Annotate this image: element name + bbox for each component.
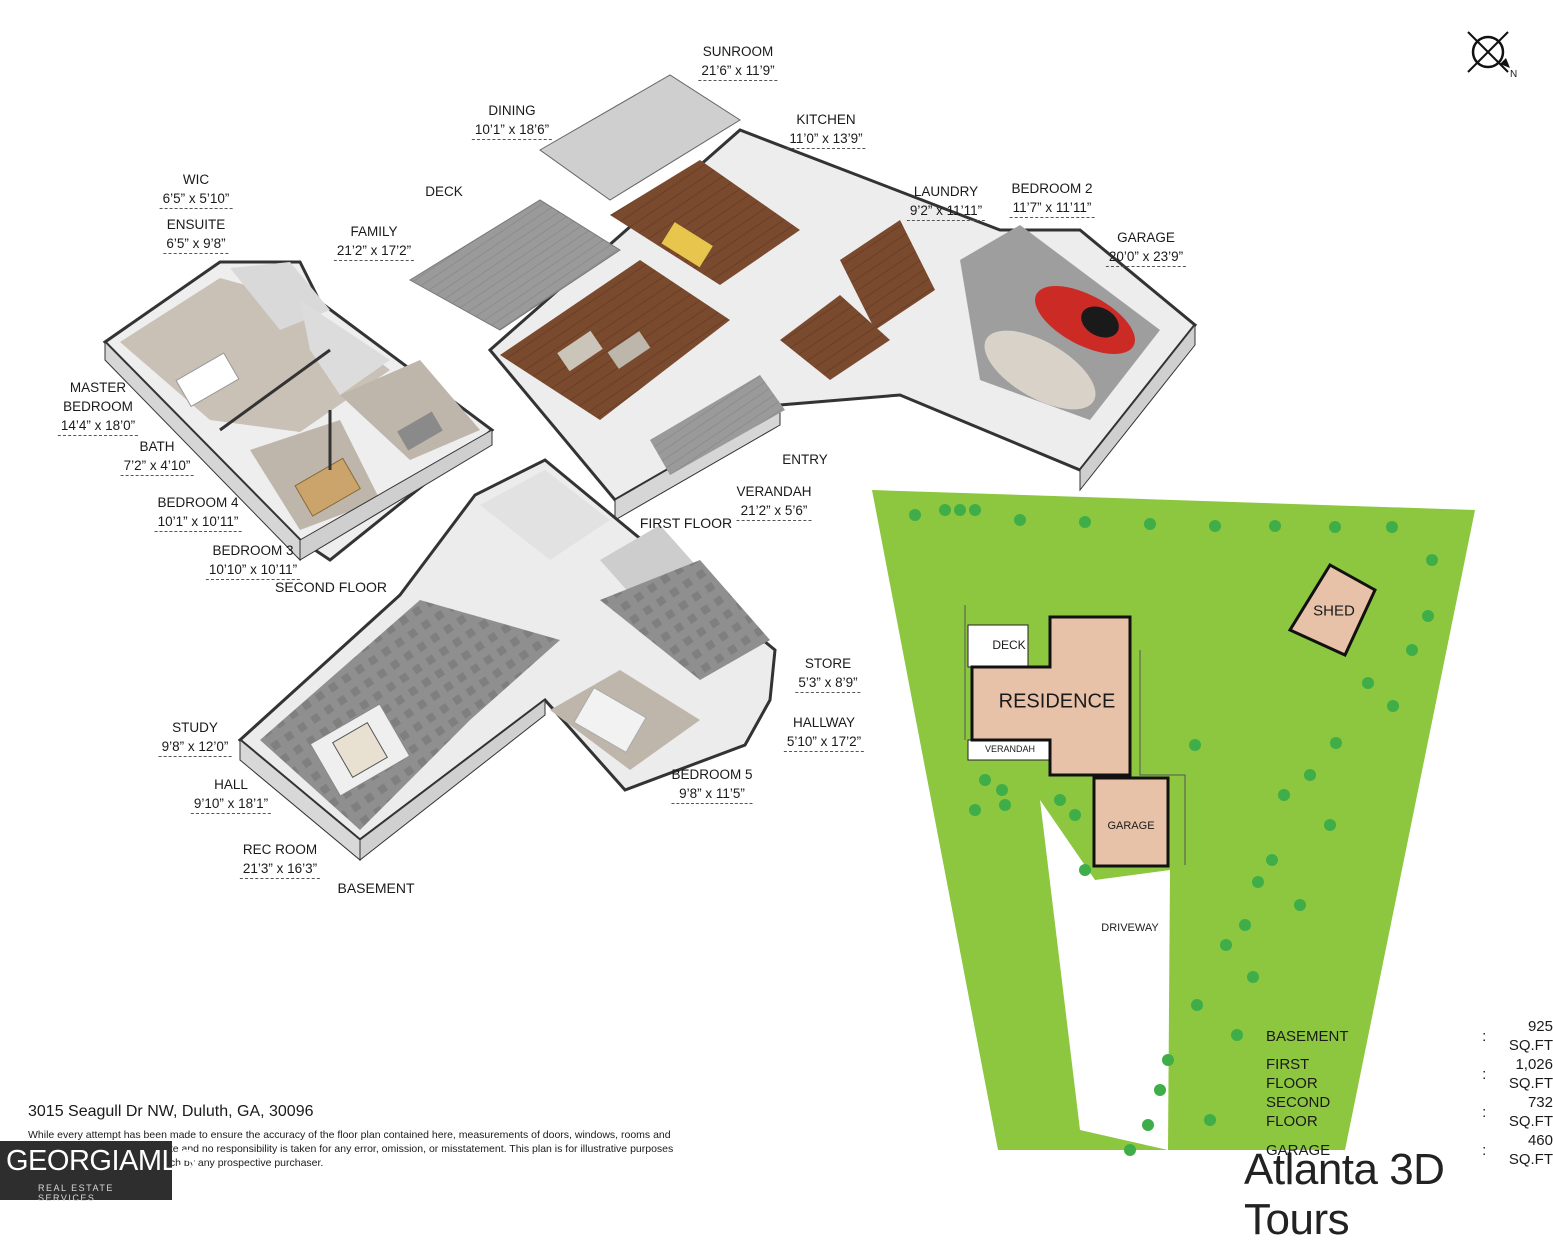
second-floor-model bbox=[102, 260, 495, 562]
basement-model bbox=[237, 458, 777, 862]
tree-icon bbox=[996, 784, 1008, 796]
floor-title-second: SECOND FLOOR bbox=[274, 579, 388, 595]
tree-icon bbox=[1162, 1054, 1174, 1066]
tree-icon bbox=[954, 504, 966, 516]
tree-icon bbox=[1014, 514, 1026, 526]
tree-icon bbox=[1079, 864, 1091, 876]
georgia-mls-logo: GEORGIAMLS REAL ESTATE SERVICES bbox=[0, 1141, 197, 1203]
area-row: BASEMENT:925 SQ.FT bbox=[1266, 1018, 1553, 1054]
site-label-driveway: DRIVEWAY bbox=[1101, 922, 1159, 934]
logo-text: GEORGIAMLS bbox=[6, 1145, 197, 1177]
tree-icon bbox=[909, 509, 921, 521]
site-plan bbox=[872, 490, 1475, 1156]
room-label-entry: ENTRY bbox=[782, 452, 828, 467]
logo-subtext: REAL ESTATE SERVICES bbox=[38, 1183, 114, 1203]
tree-icon bbox=[1362, 677, 1374, 689]
tree-icon bbox=[1304, 769, 1316, 781]
first-floor-model bbox=[409, 74, 1198, 521]
tree-icon bbox=[1269, 520, 1281, 532]
brand-wordmark: Atlanta 3D Tours bbox=[1244, 1145, 1445, 1244]
tree-icon bbox=[1124, 1144, 1136, 1156]
tree-icon bbox=[1426, 554, 1438, 566]
tree-icon bbox=[1324, 819, 1336, 831]
tree-icon bbox=[1054, 794, 1066, 806]
tree-icon bbox=[939, 504, 951, 516]
tree-icon bbox=[1239, 919, 1251, 931]
room-label-deck: DECK bbox=[425, 184, 463, 199]
north-arrow-icon bbox=[1467, 31, 1510, 73]
tree-icon bbox=[969, 504, 981, 516]
tree-icon bbox=[1079, 516, 1091, 528]
tree-icon bbox=[1069, 809, 1081, 821]
tree-icon bbox=[1294, 899, 1306, 911]
tree-icon bbox=[1231, 1029, 1243, 1041]
tree-icon bbox=[1252, 876, 1264, 888]
site-label-residence: RESIDENCE bbox=[998, 690, 1116, 713]
property-address: 3015 Seagull Dr NW, Duluth, GA, 30096 bbox=[28, 1103, 314, 1120]
site-label-shed: SHED bbox=[1313, 602, 1355, 620]
site-label-garage: GARAGE bbox=[1107, 820, 1155, 832]
floor-title-basement: BASEMENT bbox=[337, 880, 415, 896]
tree-icon bbox=[1220, 939, 1232, 951]
tree-icon bbox=[1329, 521, 1341, 533]
floor-title-first: FIRST FLOOR bbox=[639, 515, 733, 531]
tree-icon bbox=[1266, 854, 1278, 866]
tree-icon bbox=[1191, 999, 1203, 1011]
tree-icon bbox=[1189, 739, 1201, 751]
tree-icon bbox=[1386, 521, 1398, 533]
north-label: N bbox=[1510, 69, 1518, 80]
site-label-deck: DECK bbox=[992, 638, 1026, 652]
area-row: GARAGE:460 SQ.FT bbox=[1266, 1132, 1553, 1168]
tree-icon bbox=[1406, 644, 1418, 656]
area-row: SECOND FLOOR:732 SQ.FT bbox=[1266, 1094, 1553, 1130]
tree-icon bbox=[1387, 700, 1399, 712]
tree-icon bbox=[1278, 789, 1290, 801]
tree-icon bbox=[1154, 1084, 1166, 1096]
tree-icon bbox=[1330, 737, 1342, 749]
tree-icon bbox=[1422, 610, 1434, 622]
floor-plan-artwork bbox=[102, 31, 1510, 1156]
area-summary-table: BASEMENT:925 SQ.FT FIRST FLOOR:1,026 SQ.… bbox=[1266, 1017, 1553, 1169]
tree-icon bbox=[1142, 1119, 1154, 1131]
area-row: FIRST FLOOR:1,026 SQ.FT bbox=[1266, 1056, 1553, 1092]
tree-icon bbox=[1209, 520, 1221, 532]
tree-icon bbox=[999, 799, 1011, 811]
tree-icon bbox=[979, 774, 991, 786]
tree-icon bbox=[1144, 518, 1156, 530]
tree-icon bbox=[1247, 971, 1259, 983]
tree-icon bbox=[1204, 1114, 1216, 1126]
site-label-verandah: VERANDAH bbox=[984, 744, 1036, 754]
tree-icon bbox=[969, 804, 981, 816]
